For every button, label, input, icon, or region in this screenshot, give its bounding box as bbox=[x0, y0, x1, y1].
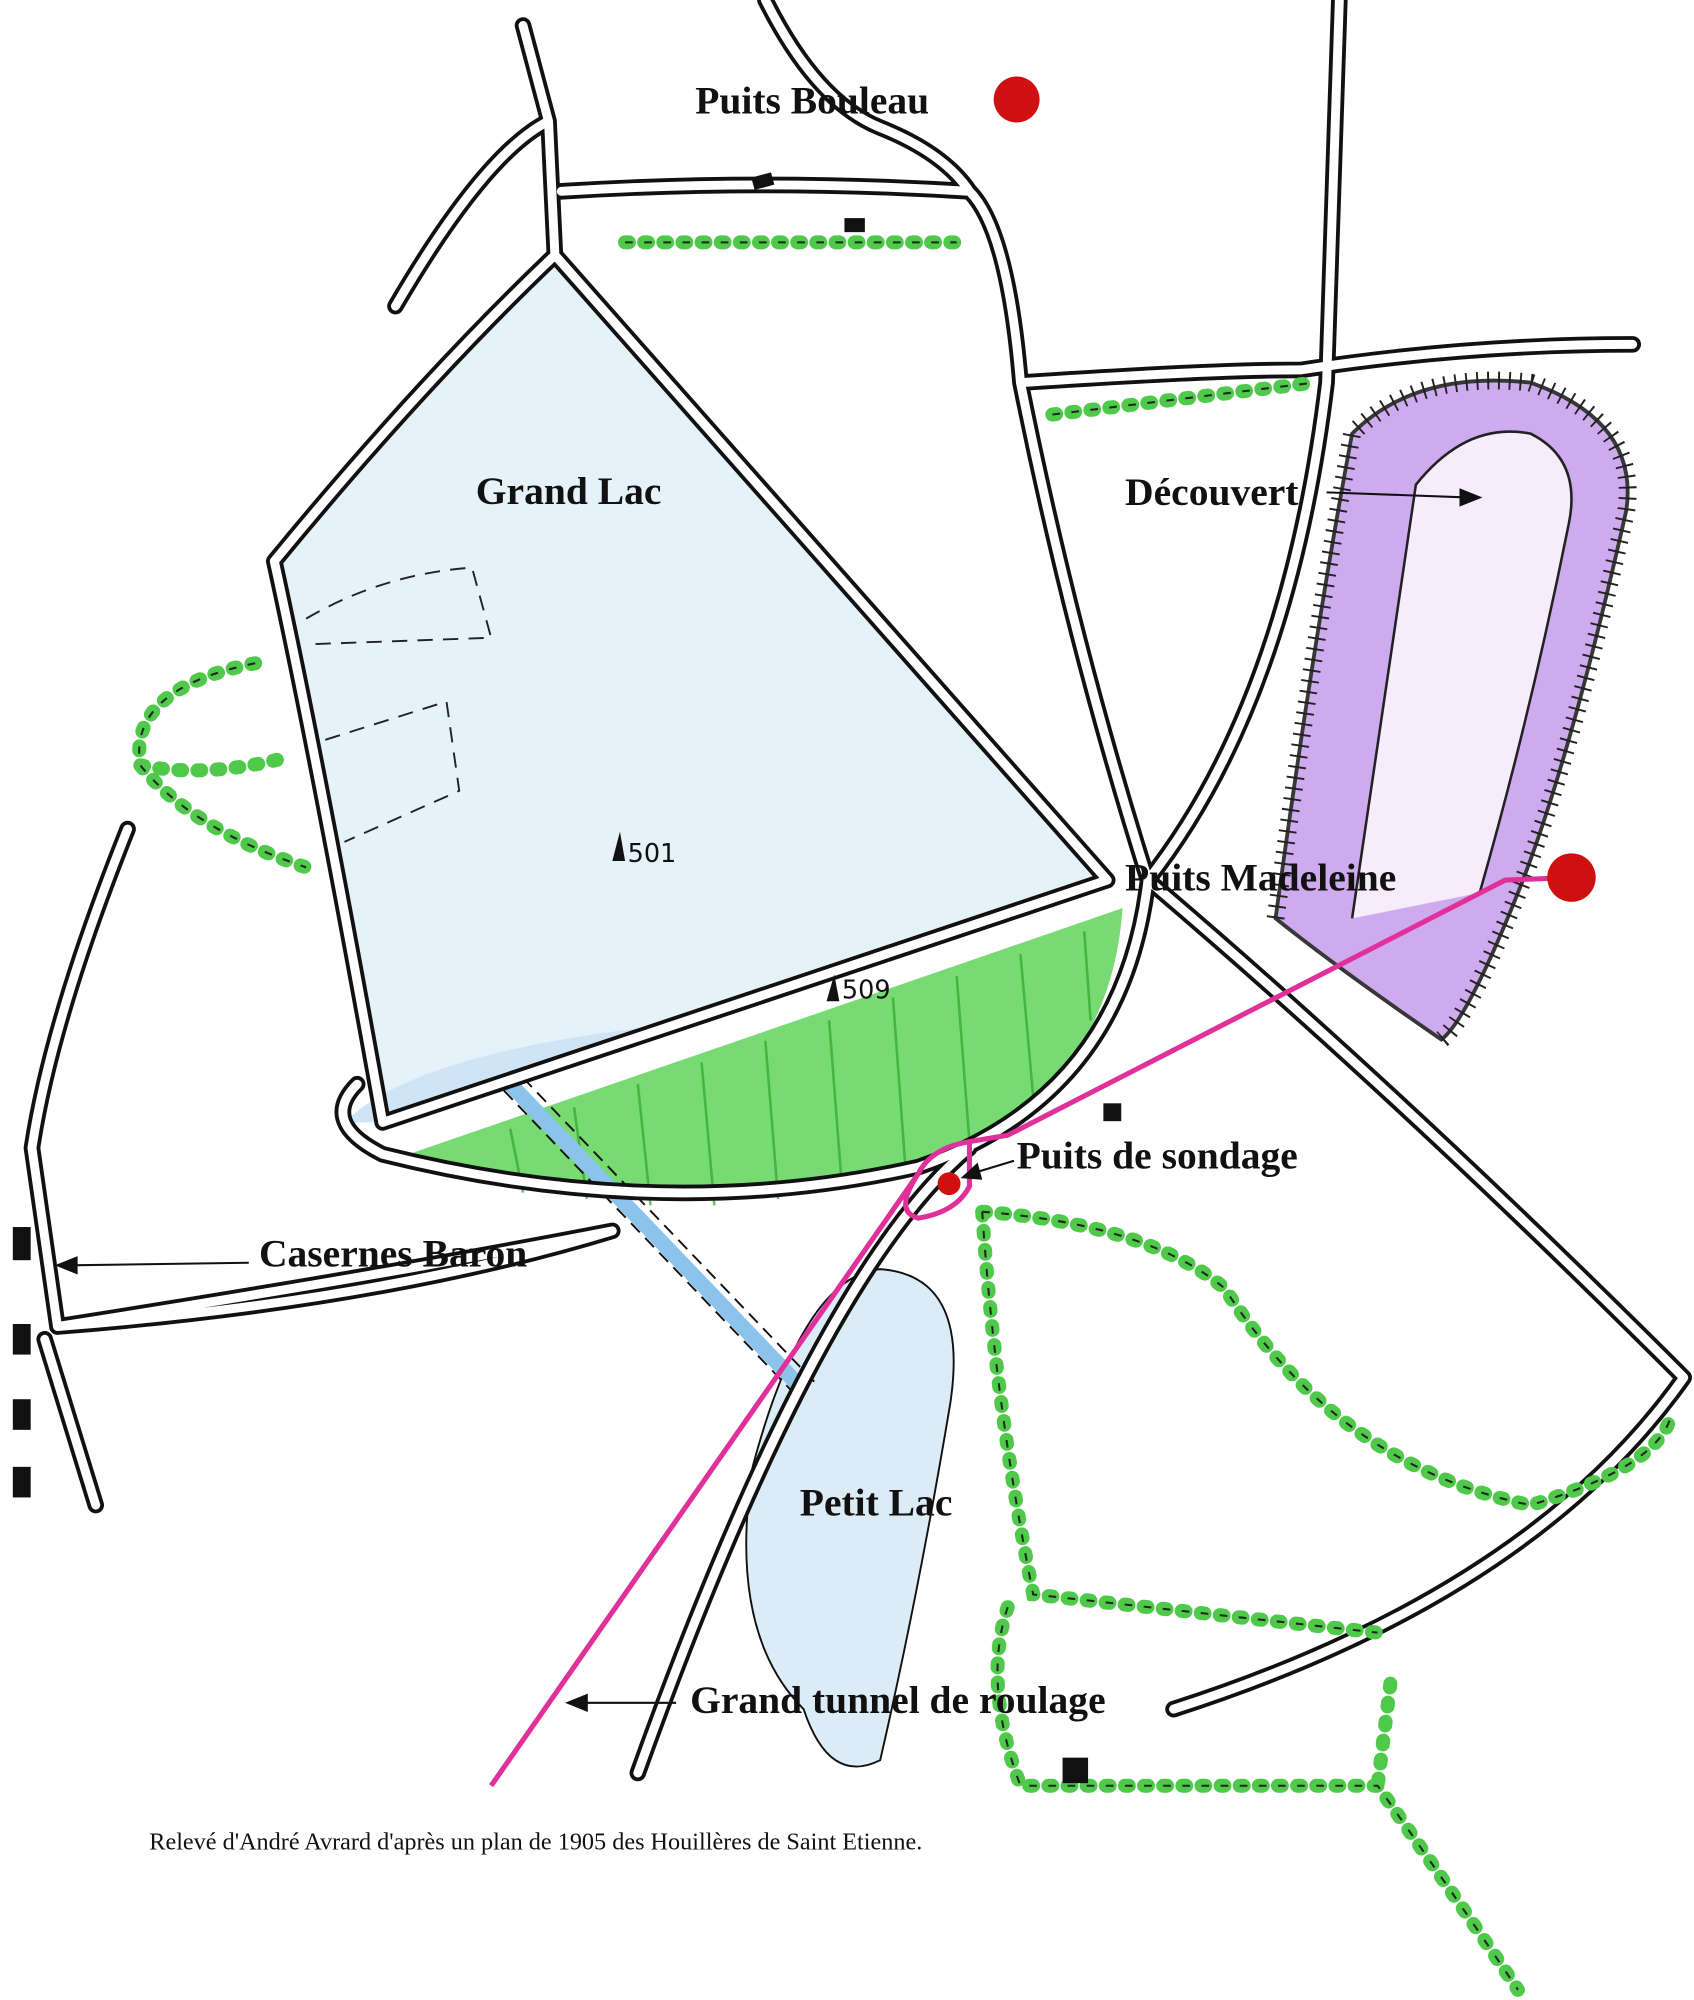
label-decouvert: Découvert bbox=[1125, 470, 1298, 514]
decouvert-inner bbox=[1350, 430, 1573, 919]
buildings bbox=[12, 172, 1122, 1784]
label-puits-madeleine: Puits Madeleine bbox=[1125, 855, 1396, 899]
elevation-marker-icon bbox=[612, 831, 626, 861]
map-caption: Relevé d'André Avrard d'après un plan de… bbox=[149, 1828, 922, 1855]
puits-bouleau-marker bbox=[993, 76, 1040, 123]
label-casernes-baron: Casernes Baron bbox=[259, 1232, 527, 1276]
conduit-dashes bbox=[503, 1077, 818, 1398]
water-conduit bbox=[504, 1078, 810, 1396]
grand-lac-water bbox=[274, 255, 1108, 1123]
label-puits-de-sondage: Puits de sondage bbox=[1017, 1133, 1298, 1177]
label-petit-lac: Petit Lac bbox=[800, 1480, 953, 1524]
arrows bbox=[54, 488, 1483, 1712]
elevation-501: 501 bbox=[628, 839, 677, 869]
roads bbox=[23, 0, 1693, 1782]
label-grand-tunnel: Grand tunnel de roulage bbox=[690, 1678, 1106, 1722]
grand-tunnel-line bbox=[489, 875, 1572, 1788]
ruins-outline bbox=[305, 566, 493, 843]
puits-madeleine-marker bbox=[1547, 853, 1596, 902]
hedges bbox=[132, 235, 1678, 1997]
elevation-509: 509 bbox=[842, 976, 891, 1006]
elevation-marker-icon bbox=[826, 974, 840, 1002]
label-puits-bouleau: Puits Bouleau bbox=[695, 79, 929, 123]
label-grand-lac: Grand Lac bbox=[476, 469, 662, 513]
puits-sondage-marker bbox=[937, 1172, 961, 1196]
